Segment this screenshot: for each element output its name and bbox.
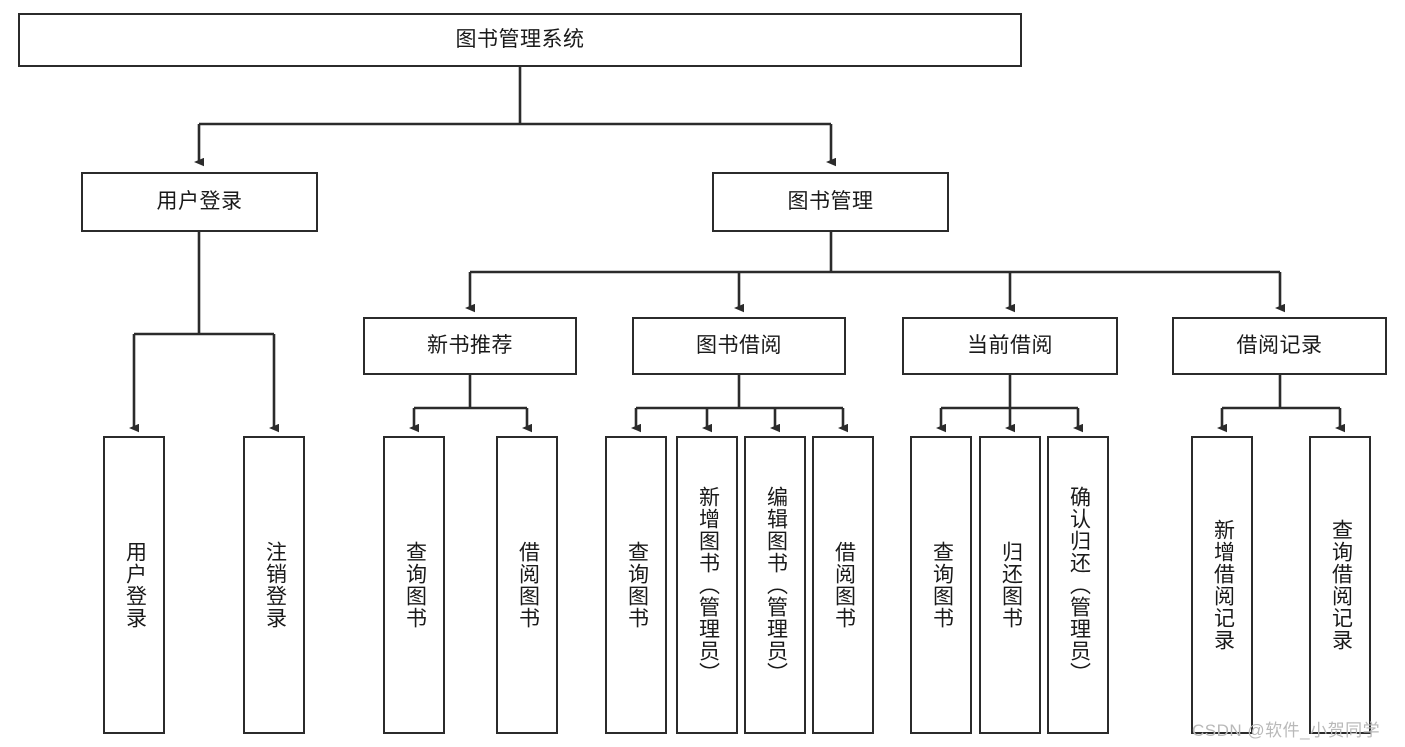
node-new-book-recommend[interactable]: 新书推荐 — [363, 317, 577, 375]
node-label: 图书管理 — [787, 189, 874, 213]
node-label: 查询图书 — [930, 541, 954, 629]
node-label: 新增图书（管理员） — [696, 486, 720, 684]
node-label: 用户登录 — [156, 189, 243, 213]
node-label: 查询图书 — [625, 541, 649, 629]
leaf-query-borrow-record[interactable]: 查询借阅记录 — [1309, 436, 1371, 734]
node-label: 注销登录 — [263, 541, 287, 629]
node-label: 当前借阅 — [967, 333, 1053, 357]
leaf-logout-login[interactable]: 注销登录 — [243, 436, 305, 734]
node-book-borrow[interactable]: 图书借阅 — [632, 317, 846, 375]
node-label: 借阅图书 — [832, 541, 856, 629]
leaf-return-book[interactable]: 归还图书 — [979, 436, 1041, 734]
csdn-watermark: CSDN @软件_小贺同学 — [1192, 721, 1381, 740]
node-user-login[interactable]: 用户登录 — [81, 172, 318, 232]
node-label: 借阅记录 — [1236, 333, 1323, 357]
leaf-edit-book-admin[interactable]: 编辑图书（管理员） — [744, 436, 806, 734]
leaf-add-borrow-record[interactable]: 新增借阅记录 — [1191, 436, 1253, 734]
leaf-query-book-borrow[interactable]: 查询图书 — [605, 436, 667, 734]
leaf-borrow-book-recommend[interactable]: 借阅图书 — [496, 436, 558, 734]
node-book-management[interactable]: 图书管理 — [712, 172, 949, 232]
node-label: 编辑图书（管理员） — [764, 486, 788, 684]
leaf-borrow-book[interactable]: 借阅图书 — [812, 436, 874, 734]
node-label: 确认归还（管理员） — [1067, 486, 1091, 684]
node-label: 用户登录 — [123, 541, 147, 629]
node-label: 借阅图书 — [516, 541, 540, 629]
node-label: 查询图书 — [403, 541, 427, 629]
leaf-add-book-admin[interactable]: 新增图书（管理员） — [676, 436, 738, 734]
node-label: 查询借阅记录 — [1329, 519, 1353, 651]
leaf-user-login[interactable]: 用户登录 — [103, 436, 165, 734]
leaf-query-book-current[interactable]: 查询图书 — [910, 436, 972, 734]
node-label: 图书管理系统 — [455, 27, 585, 51]
node-label: 新增借阅记录 — [1211, 519, 1235, 651]
node-label: 新书推荐 — [427, 333, 513, 357]
node-borrow-record[interactable]: 借阅记录 — [1172, 317, 1387, 375]
node-label: 图书借阅 — [696, 333, 782, 357]
node-label: 归还图书 — [999, 541, 1023, 629]
node-current-borrow[interactable]: 当前借阅 — [902, 317, 1118, 375]
node-root-system[interactable]: 图书管理系统 — [18, 13, 1022, 67]
leaf-confirm-return-admin[interactable]: 确认归还（管理员） — [1047, 436, 1109, 734]
leaf-query-book-recommend[interactable]: 查询图书 — [383, 436, 445, 734]
